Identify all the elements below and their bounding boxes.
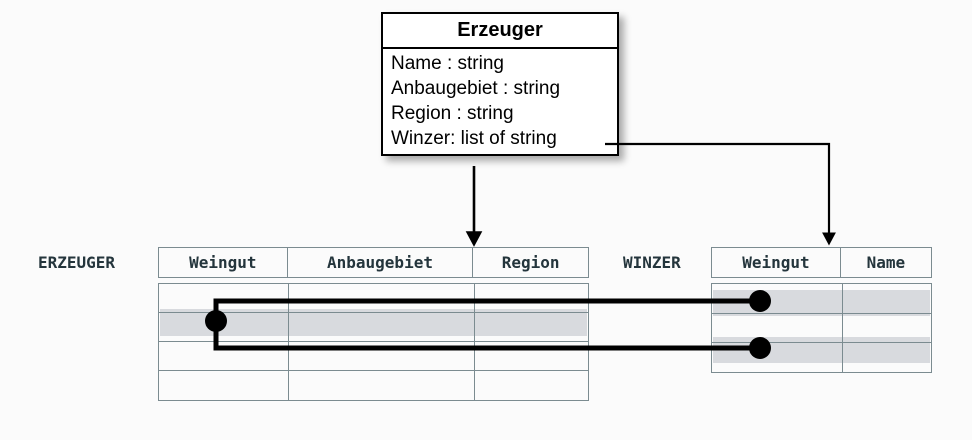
row-divider xyxy=(159,341,588,342)
table-row-highlight xyxy=(713,337,930,363)
table-row-highlight xyxy=(160,309,587,336)
table-body-erzeuger xyxy=(158,283,589,401)
table-header-winzer: Weingut Name xyxy=(711,247,932,278)
row-divider xyxy=(712,313,931,314)
column-divider xyxy=(474,284,475,400)
column-header-weingut: Weingut xyxy=(159,248,288,277)
uml-attribute-anbaugebiet: Anbaugebiet : string xyxy=(391,78,561,99)
uml-attribute-list: Name : string Anbaugebiet : string Regio… xyxy=(383,49,617,154)
row-divider xyxy=(159,312,588,313)
table-body-winzer xyxy=(711,283,932,373)
uml-class-name: Erzeuger xyxy=(383,14,617,49)
column-header-name: Name xyxy=(866,253,906,272)
column-divider xyxy=(842,284,843,372)
uml-class-box-erzeuger: Erzeuger Name : string Anbaugebiet : str… xyxy=(381,12,619,156)
uml-attribute-winzer: Winzer: list of string xyxy=(391,128,557,149)
column-header-anbaugebiet: Anbaugebiet xyxy=(288,248,474,277)
uml-attribute-name: Name : string xyxy=(391,53,504,74)
table-header-erzeuger: Weingut Anbaugebiet Region xyxy=(158,247,589,278)
uml-attribute-region: Region : string xyxy=(391,103,514,124)
mapping-arrow-winzer-to-winzer-table xyxy=(605,142,837,246)
column-header-weingut: Weingut xyxy=(712,248,841,277)
row-divider xyxy=(712,342,931,343)
row-divider xyxy=(159,370,588,371)
column-divider xyxy=(288,284,289,400)
table-label-erzeuger: ERZEUGER xyxy=(38,253,116,272)
table-label-winzer: WINZER xyxy=(623,253,681,272)
column-header-region: Region xyxy=(501,253,560,272)
